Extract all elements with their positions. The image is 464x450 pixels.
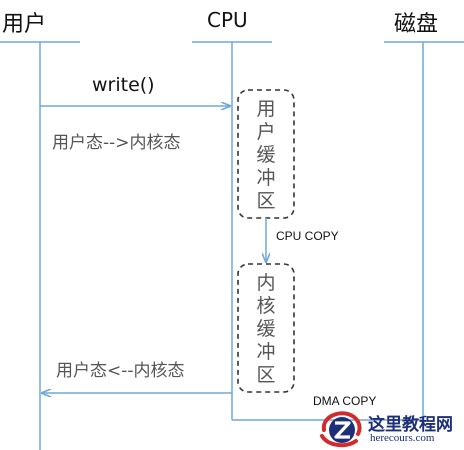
user-buffer-label: 用户缓冲区 [256, 98, 276, 212]
watermark-logo: 这里教程网 herecours.com [318, 408, 464, 450]
cpu-copy-label: CPU COPY [276, 229, 339, 243]
watermark-url: herecours.com [370, 432, 435, 444]
user-to-kernel-label: 用户态-->内核态 [52, 133, 181, 153]
kernel-buffer-box [237, 263, 295, 393]
cpu-lane-title: CPU [207, 8, 248, 32]
kernel-to-user-label: 用户态<--内核态 [56, 361, 185, 381]
disk-lane-title: 磁盘 [394, 12, 439, 37]
write-label: write() [92, 74, 155, 96]
kernel-buffer-label: 内核缓冲区 [256, 272, 276, 386]
dma-copy-label: DMA COPY [313, 394, 377, 408]
user-lane-title: 用户 [2, 12, 47, 37]
watermark-emblem-icon [320, 411, 362, 448]
watermark-title: 这里教程网 [368, 415, 453, 435]
